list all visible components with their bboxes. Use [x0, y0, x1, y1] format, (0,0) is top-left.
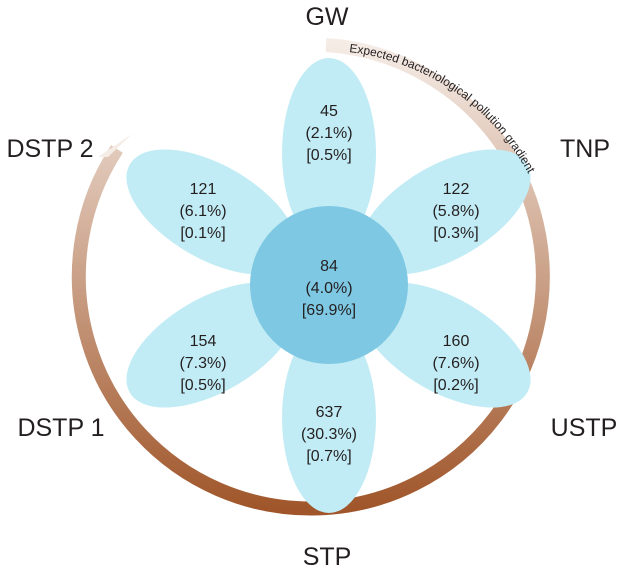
site-label-stp: STP: [303, 543, 352, 571]
petal-gw-percent: (2.1%): [305, 125, 352, 142]
pollution-gradient-arrow: [71, 38, 550, 516]
petal-stp: [282, 323, 376, 513]
petal-ustp-percent: (7.6%): [432, 355, 479, 372]
petal-dstp2-count: 121: [190, 181, 217, 198]
petal-ustp-bracket: [0.2%]: [433, 377, 478, 394]
petal-stp-count: 637: [316, 404, 343, 421]
petal-values: 45 (2.1%) [0.5%] 122 (5.8%) [0.3%] 160 (…: [179, 103, 479, 465]
core-count: 84: [320, 258, 338, 275]
arrow-head: [98, 134, 132, 157]
site-label-dstp1: DSTP 1: [17, 414, 104, 442]
petal-tnp-count: 122: [443, 181, 470, 198]
core-circle: [250, 206, 408, 364]
petal-stp-bracket: [0.7%]: [306, 448, 351, 465]
petal-ustp-count: 160: [443, 333, 470, 350]
petal-tnp: [359, 149, 531, 275]
petal-dstp2-bracket: [0.1%]: [180, 225, 225, 242]
petal-gw: [282, 58, 376, 248]
site-label-ustp: USTP: [551, 414, 618, 442]
petal-dstp1-bracket: [0.5%]: [180, 377, 225, 394]
petal-dstp1-percent: (7.3%): [179, 355, 226, 372]
petal-dstp2: [126, 149, 298, 275]
site-label-tnp: TNP: [560, 135, 610, 163]
core-bracket: [69.9%]: [302, 302, 356, 319]
petal-gw-count: 45: [320, 103, 338, 120]
site-label-dstp2: DSTP 2: [6, 135, 93, 163]
petal-dstp1-count: 154: [190, 333, 217, 350]
petal-gw-bracket: [0.5%]: [306, 147, 351, 164]
petal-dstp1: [126, 282, 298, 408]
petal-tnp-percent: (5.8%): [432, 203, 479, 220]
core-values: 84 (4.0%) [69.9%]: [302, 258, 356, 319]
site-label-gw: GW: [305, 3, 348, 31]
petal-tnp-bracket: [0.3%]: [433, 225, 478, 242]
petal-stp-percent: (30.3%): [301, 426, 357, 443]
petal-dstp2-percent: (6.1%): [179, 203, 226, 220]
core-percent: (4.0%): [305, 280, 352, 297]
